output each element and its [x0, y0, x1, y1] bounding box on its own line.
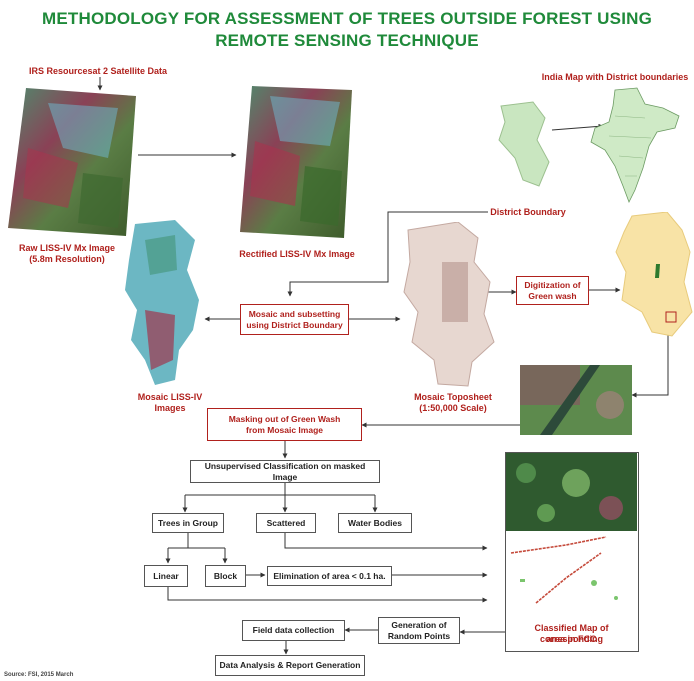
- classified-label-2: area in FCC: [546, 634, 597, 644]
- masking-box: Masking out of Green Wash from Mosaic Im…: [207, 408, 362, 441]
- random-points-line1: Generation of: [391, 619, 447, 630]
- irs-label: IRS Resourcesat 2 Satellite Data: [28, 66, 168, 76]
- digitization-line1: Digitization of: [524, 279, 581, 290]
- water-bodies-box: Water Bodies: [338, 513, 412, 533]
- mosaic-liss-label-2: Images: [154, 403, 186, 413]
- raw-image-label-2: (5.8m Resolution): [29, 254, 105, 264]
- district-map-yellow: [615, 212, 693, 337]
- scattered-box: Scattered: [256, 513, 316, 533]
- mosaic-liss-image: [125, 220, 199, 385]
- classified-label-1: Classified Map of corresponding: [534, 623, 609, 644]
- mosaic-topo-label-2: (1:50,000 Scale): [419, 403, 487, 413]
- district-map-green: [498, 101, 550, 187]
- elimination-box: Elimination of area < 0.1 ha.: [267, 566, 392, 586]
- source-label: Source: FSI, 2015 March: [4, 672, 74, 678]
- masking-line1: Masking out of Green Wash: [228, 413, 341, 424]
- field-data-box: Field data collection: [242, 620, 345, 641]
- rectified-image-label: Rectified LISS-IV Mx Image: [239, 249, 355, 259]
- district-boundary-label: District Boundary: [490, 207, 566, 217]
- mosaic-topo-label-1: Mosaic Toposheet: [414, 392, 492, 402]
- trees-group-box: Trees in Group: [152, 513, 224, 533]
- india-map-image: [590, 87, 680, 203]
- masking-line2: from Mosaic Image: [246, 424, 323, 435]
- rectified-satellite-image: [240, 86, 352, 238]
- fcc-inset-image: [520, 365, 632, 435]
- block-box: Block: [205, 565, 246, 587]
- random-points-box: Generation of Random Points: [378, 617, 460, 644]
- digitization-line2: Green wash: [528, 290, 577, 301]
- mosaic-subsetting-line2: using District Boundary: [246, 319, 343, 330]
- classified-map-panel: Classified Map of corresponding area in …: [505, 452, 639, 652]
- classified-map-image: [506, 453, 637, 621]
- mosaic-liss-label-1: Mosaic LISS-IV: [137, 392, 203, 402]
- india-map-label: India Map with District boundaries: [541, 72, 689, 82]
- unsupervised-box: Unsupervised Classification on masked Im…: [190, 460, 380, 483]
- page-title-line1: METHODOLOGY FOR ASSESSMENT OF TREES OUTS…: [41, 9, 653, 28]
- page-title-line2: REMOTE SENSING TECHNIQUE: [215, 31, 479, 50]
- data-analysis-box: Data Analysis & Report Generation: [215, 655, 365, 676]
- linear-box: Linear: [144, 565, 188, 587]
- mosaic-subsetting-line1: Mosaic and subsetting: [248, 308, 341, 319]
- mosaic-subsetting-box: Mosaic and subsetting using District Bou…: [240, 304, 349, 335]
- digitization-box: Digitization of Green wash: [516, 276, 589, 305]
- raw-satellite-image: [8, 88, 136, 236]
- raw-image-label-1: Raw LISS-IV Mx Image: [18, 243, 116, 253]
- random-points-line2: Random Points: [387, 630, 451, 641]
- mosaic-toposheet-image: [403, 222, 495, 387]
